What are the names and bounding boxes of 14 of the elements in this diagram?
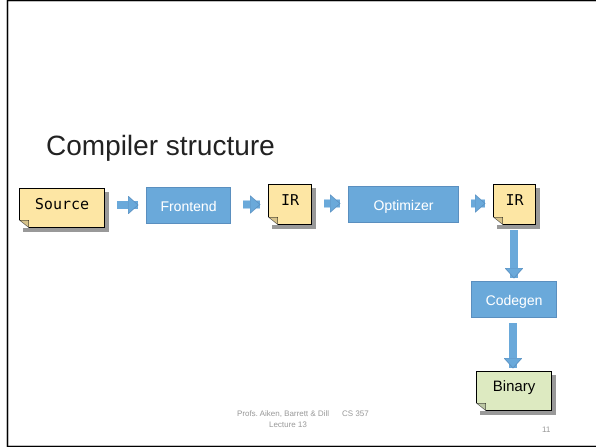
process-box: Optimizer — [348, 186, 459, 223]
block-arrow — [504, 230, 524, 278]
slide-title: Compiler structure — [46, 130, 275, 162]
footer-text: Lecture 13 — [269, 420, 307, 429]
course-code: CS 357 — [342, 409, 369, 418]
process-box: Codegen — [471, 281, 557, 318]
footer-text: Profs. Aiken, Barrett & Dill — [237, 409, 330, 418]
block-arrow — [117, 196, 138, 214]
block-arrow — [471, 194, 486, 213]
process-box: Frontend — [146, 187, 231, 224]
block-arrow — [504, 323, 522, 368]
block-arrow — [324, 194, 340, 213]
page-number: 11 — [542, 425, 550, 434]
block-arrow — [243, 195, 260, 214]
